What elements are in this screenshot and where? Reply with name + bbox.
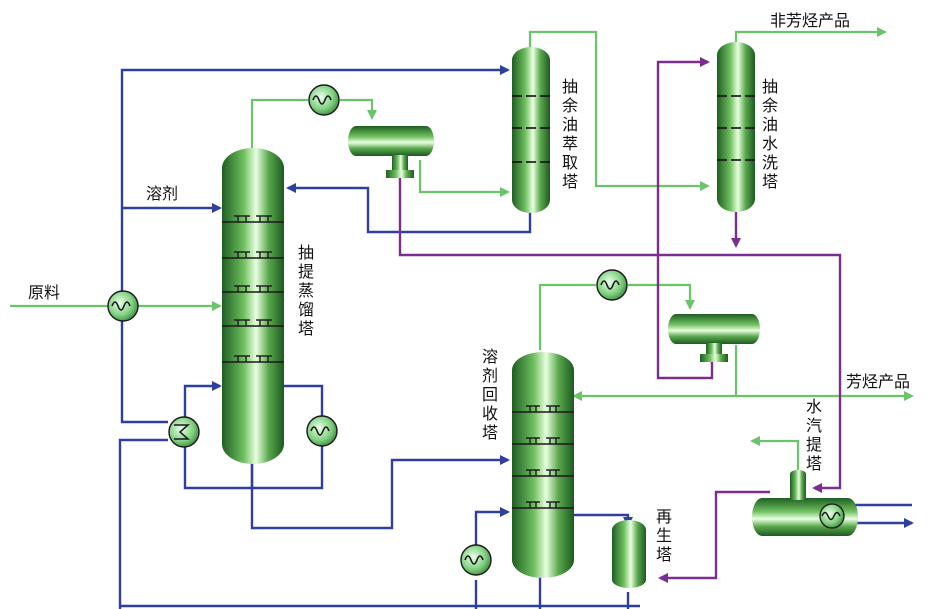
reflux-drum-recovery [668,314,760,362]
heat-exchanger-recovery-reboiler [460,544,492,576]
heat-exchanger-feed [107,290,139,322]
purple-water-lines [398,57,842,583]
svg-text:溶: 溶 [482,347,498,366]
green-process-lines [10,27,914,470]
extractive-distillation-column-label: 抽 提 蒸 馏 塔 [298,243,314,338]
steam-stripper-label: 水 汽 提 塔 [806,397,822,473]
svg-text:萃: 萃 [562,134,578,153]
svg-text:塔: 塔 [762,172,778,191]
column-trays [222,215,284,363]
solvent-recovery-column-label: 溶 剂 回 收 塔 [482,347,498,442]
svg-text:塔: 塔 [298,319,314,338]
raffinate-extraction-column [512,47,550,213]
svg-text:馏: 馏 [298,300,314,319]
svg-text:塔: 塔 [806,454,822,473]
svg-text:余: 余 [562,96,578,115]
feed-label: 原料 [28,283,60,302]
raffinate-water-wash-column [717,42,755,212]
svg-text:蒸: 蒸 [298,281,314,300]
raffinate-water-wash-column-label: 抽 余 油 水 洗 塔 [762,77,778,191]
svg-text:回: 回 [482,385,498,404]
svg-text:收: 收 [482,404,498,423]
column-trays [512,405,574,509]
svg-text:生: 生 [656,526,672,545]
heat-exchanger-condenser-recovery [596,269,628,301]
regeneration-column [612,520,646,588]
solvent-label: 溶剂 [146,184,178,203]
column-trays [512,95,550,163]
solvent-recovery-column [512,352,574,578]
svg-text:水: 水 [762,134,778,153]
raffinate-extraction-column-label: 抽 余 油 萃 取 塔 [562,77,578,191]
extractive-distillation-column [222,148,284,464]
aromatic-product-label: 芳烃产品 [846,372,910,391]
svg-text:提: 提 [298,262,314,281]
steam-stripper [752,470,858,536]
regeneration-column-label: 再 生 塔 [656,507,672,564]
svg-text:剂: 剂 [482,366,498,385]
svg-text:塔: 塔 [482,423,498,442]
non-aromatic-product-label: 非芳烃产品 [770,11,850,30]
svg-text:抽: 抽 [298,243,314,262]
svg-text:余: 余 [762,96,778,115]
svg-text:再: 再 [656,507,672,526]
svg-text:水: 水 [806,397,822,416]
svg-text:洗: 洗 [762,153,778,172]
svg-text:塔: 塔 [562,172,578,191]
column-trays [717,95,755,161]
svg-text:汽: 汽 [806,416,822,435]
heat-exchanger-condenser-top [308,84,340,116]
blue-solvent-lines [118,65,914,609]
svg-text:提: 提 [806,435,822,454]
heat-exchanger-reboiler [306,415,338,447]
reflux-drum-top [348,126,434,178]
svg-text:抽: 抽 [762,77,778,96]
svg-text:塔: 塔 [656,545,672,564]
svg-text:油: 油 [562,115,578,134]
svg-text:油: 油 [762,115,778,134]
svg-text:抽: 抽 [562,77,578,96]
svg-text:取: 取 [562,153,578,172]
heat-exchanger-solvent-cooler [168,416,200,448]
